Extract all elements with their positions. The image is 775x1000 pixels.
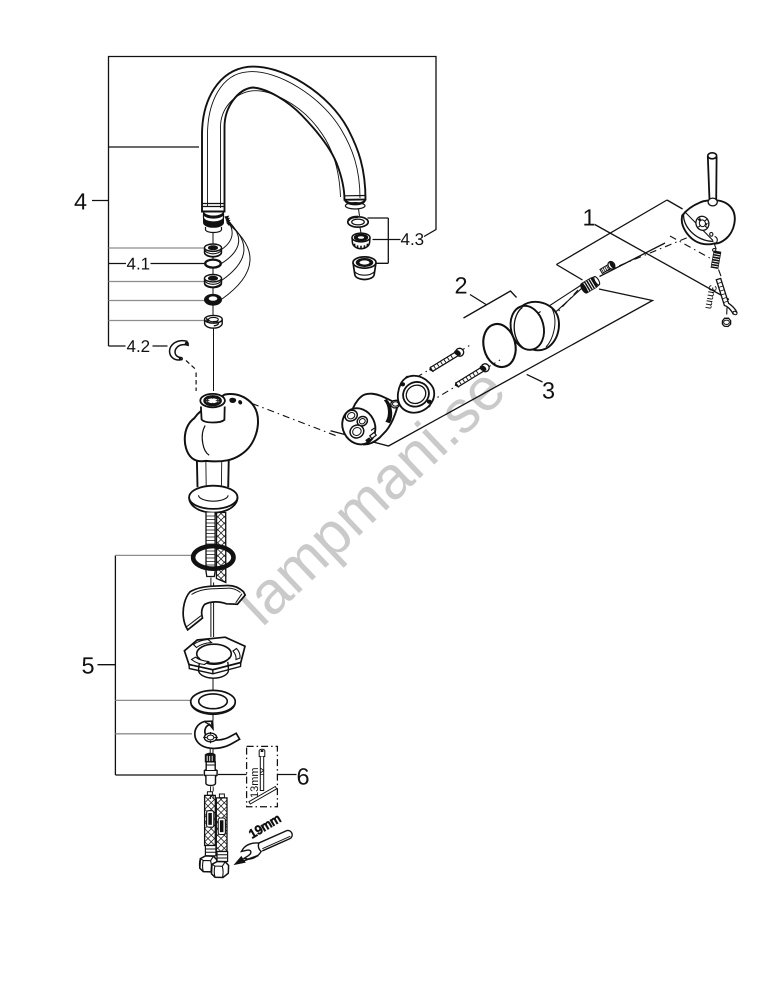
svg-text:4.1: 4.1 — [127, 255, 151, 274]
svg-text:3: 3 — [542, 378, 555, 404]
svg-text:3mm: 3mm — [702, 284, 718, 310]
svg-text:2: 2 — [455, 273, 468, 299]
svg-text:4.3: 4.3 — [401, 230, 425, 249]
svg-text:13mm: 13mm — [249, 767, 261, 798]
svg-text:1: 1 — [583, 205, 596, 231]
svg-text:5: 5 — [82, 653, 95, 679]
svg-text:6: 6 — [297, 764, 310, 790]
svg-text:4: 4 — [74, 189, 87, 215]
svg-text:4.2: 4.2 — [127, 337, 151, 356]
